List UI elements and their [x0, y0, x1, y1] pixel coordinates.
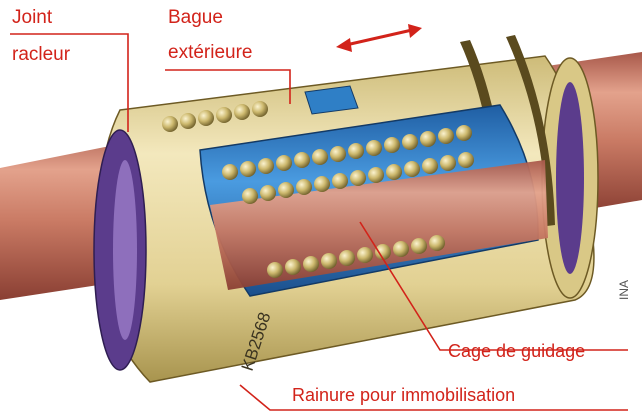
label-joint-line1: Joint: [12, 7, 53, 28]
label-cage: Cage de guidage: [448, 341, 585, 361]
label-bague-line1: Bague: [168, 7, 223, 28]
label-bague-line2: extérieure: [168, 42, 253, 63]
credit-text: INA: [617, 280, 631, 300]
label-joint-line2: racleur: [12, 44, 71, 65]
motion-arrow: [336, 24, 422, 52]
label-rainure: Rainure pour immobilisation: [292, 385, 515, 405]
